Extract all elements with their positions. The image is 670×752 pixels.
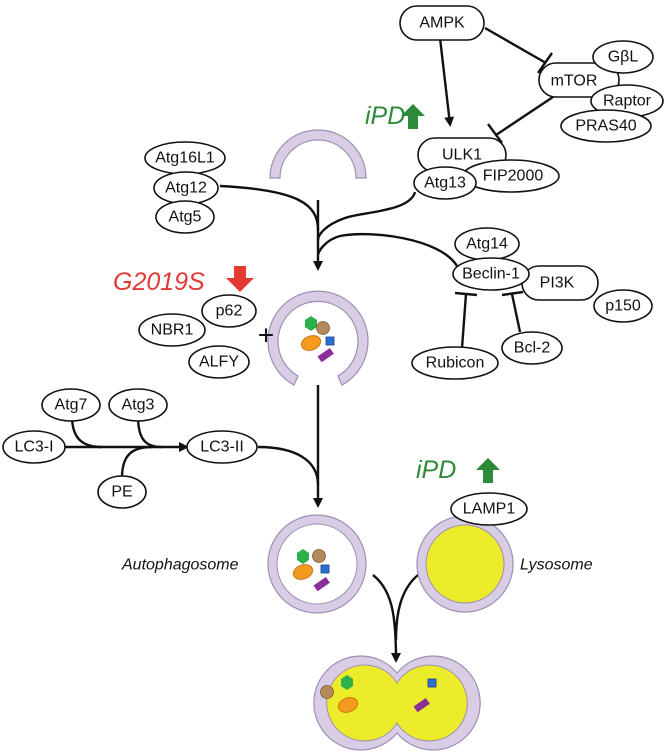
node-alfy	[188, 345, 250, 379]
autolysosome-square-icon	[427, 678, 437, 688]
edge-fusion-right	[394, 574, 419, 641]
autophagosome-square-icon	[320, 564, 330, 574]
phagophore-cup	[269, 129, 367, 179]
node-atg13	[413, 166, 477, 200]
node-atg13-label: Atg13	[424, 175, 466, 192]
edge-mtor-inhibits-ulk1-bar	[487, 123, 503, 144]
ipd-top-up-arrow-icon	[401, 104, 425, 129]
edge-rubicon-inhibits-beclin	[460, 293, 468, 349]
autophagosome-inner	[276, 523, 358, 605]
node-lc3i	[2, 430, 66, 464]
node-ampk-label: AMPK	[419, 15, 465, 32]
autolysosome-rect-icon	[413, 697, 430, 713]
node-ulk1-label: ULK1	[442, 147, 482, 164]
node-lamp1-label: LAMP1	[463, 501, 516, 518]
node-nbr1-label: NBR1	[151, 322, 194, 339]
node-atg7-label: Atg7	[55, 397, 88, 414]
autophagosome-rect-icon	[313, 576, 330, 592]
node-p62-label: p62	[216, 303, 243, 320]
node-pi3k-label: PI3K	[540, 275, 575, 292]
ipd-top-label: iPD	[365, 102, 405, 130]
autophagosome-circle-icon	[312, 549, 326, 563]
cargo-ellipse-icon	[300, 335, 322, 351]
node-rubicon-label: Rubicon	[426, 355, 485, 372]
edge-beclin-to-trunk	[316, 232, 459, 267]
node-atg16l1-label: Atg16L1	[155, 150, 215, 167]
node-atg7	[41, 388, 101, 422]
edge-bcl2-inhibits-beclin	[510, 293, 522, 333]
node-fip2000-label: FIP2000	[483, 168, 544, 185]
node-atg3	[108, 388, 168, 422]
node-atg5	[155, 200, 215, 234]
node-bcl2-label: Bcl-2	[514, 340, 551, 357]
node-pe	[97, 475, 147, 509]
cargo-square-icon	[325, 336, 335, 346]
ipd-lamp-label: iPD	[416, 456, 456, 484]
node-pras40-label: PRAS40	[575, 118, 636, 135]
lysosome-inner	[425, 524, 505, 604]
node-p150	[593, 289, 653, 323]
ipd-lamp-up-arrow-icon	[476, 458, 500, 483]
cargo-rect-icon	[317, 347, 334, 363]
autolysosome-ellipse-icon	[337, 697, 359, 713]
edge-mtor-inhibits-ulk1	[495, 96, 554, 136]
edge-ampk-to-ulk1	[438, 37, 455, 127]
lysosome-label: Lysosome	[520, 557, 593, 574]
edge-pe-to-line	[120, 445, 153, 479]
edge-ampk-inhibits-mtor-bar	[537, 52, 553, 74]
node-raptor-label: Raptor	[603, 93, 652, 110]
node-p150-label: p150	[605, 298, 641, 315]
node-atg3-label: Atg3	[122, 397, 155, 414]
edge-ampk-inhibits-mtor	[484, 26, 547, 65]
node-atg14-label: Atg14	[466, 236, 508, 253]
edge-atg12-to-trunk	[219, 184, 320, 231]
autophagosome-ellipse-icon	[292, 564, 314, 580]
edge-bcl2-inhibits-beclin-bar	[501, 290, 524, 297]
node-rubicon	[411, 346, 499, 380]
autophagosome-label: Autophagosome	[121, 557, 239, 574]
edge-fusion	[372, 574, 401, 663]
node-p62	[201, 294, 257, 328]
node-alfy-label: ALFY	[199, 354, 239, 371]
node-mtor	[538, 62, 620, 98]
node-gbl-label: GβL	[608, 49, 639, 66]
autolysosome-hexagon-icon	[341, 675, 353, 690]
cargo-hexagon-icon	[305, 316, 317, 331]
node-lc3ii-label: LC3-II	[200, 439, 244, 456]
node-beclin1	[452, 257, 530, 291]
cargo-circle-icon	[316, 321, 330, 335]
node-bcl2	[501, 331, 563, 365]
autophagosome-hexagon-icon	[297, 549, 309, 564]
node-mtor-label: mTOR	[551, 73, 598, 90]
phagophore-with-cargo	[267, 290, 369, 386]
node-pras40	[560, 109, 652, 143]
node-nbr1	[138, 313, 206, 347]
edge-lc3ii-to-trunk	[257, 445, 320, 486]
node-lc3i-label: LC3-I	[14, 439, 53, 456]
node-beclin1-label: Beclin-1	[462, 266, 520, 283]
autolysosome-circle-icon	[320, 685, 334, 699]
g2019s-down-arrow-icon	[226, 266, 254, 292]
node-lamp1	[450, 492, 528, 526]
g2019s-label: G2019S	[113, 268, 205, 296]
node-pe-label: PE	[111, 484, 132, 501]
node-gbl	[592, 40, 654, 74]
node-lc3ii	[186, 430, 258, 464]
node-ampk	[399, 5, 485, 41]
edge-atg13-to-trunk	[316, 191, 417, 241]
node-atg5-label: Atg5	[169, 209, 202, 226]
node-atg12-label: Atg12	[165, 180, 207, 197]
edge-rubicon-inhibits-beclin-bar	[454, 291, 478, 297]
plus-sign: +	[258, 320, 274, 351]
